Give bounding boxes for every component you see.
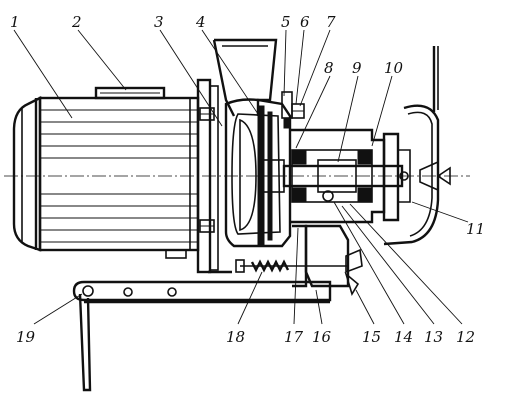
callout-9: 9: [352, 59, 362, 77]
pulley: [382, 132, 451, 222]
callout-17: 17: [284, 328, 304, 346]
terminal-box: [94, 86, 166, 100]
callout-6: 6: [300, 13, 310, 31]
callout-11: 11: [466, 220, 485, 238]
callout-15: 15: [362, 328, 381, 346]
electric-motor: [12, 96, 200, 252]
clamp-block: [292, 224, 363, 296]
callout-14: 14: [394, 328, 413, 346]
callout-16: 16: [312, 328, 332, 346]
callout-1: 1: [10, 13, 20, 31]
rotor-housing: [224, 98, 292, 248]
callout-10: 10: [384, 59, 404, 77]
callout-8: 8: [324, 59, 334, 77]
support-bracket: [72, 280, 332, 392]
callout-3: 3: [154, 13, 164, 31]
hopper: [212, 38, 278, 117]
callout-4: 4: [195, 13, 206, 31]
flange-plate: [196, 78, 232, 274]
motor-foot: [165, 249, 187, 259]
callout-7: 7: [326, 13, 336, 31]
callout-19: 19: [16, 328, 36, 346]
tension-spring: [235, 259, 300, 273]
callout-18: 18: [226, 328, 245, 346]
callout-labels: 1 2 3 4 5 6 7 8 9 10 11 12 13 14 15 16 1…: [10, 13, 485, 346]
adjust-screw: [281, 91, 305, 129]
callout-12: 12: [456, 328, 475, 346]
callout-13: 13: [424, 328, 443, 346]
leader-lines: [13, 29, 469, 325]
belt-guard: [383, 46, 440, 246]
callout-2: 2: [71, 13, 82, 31]
callout-5: 5: [281, 13, 291, 31]
